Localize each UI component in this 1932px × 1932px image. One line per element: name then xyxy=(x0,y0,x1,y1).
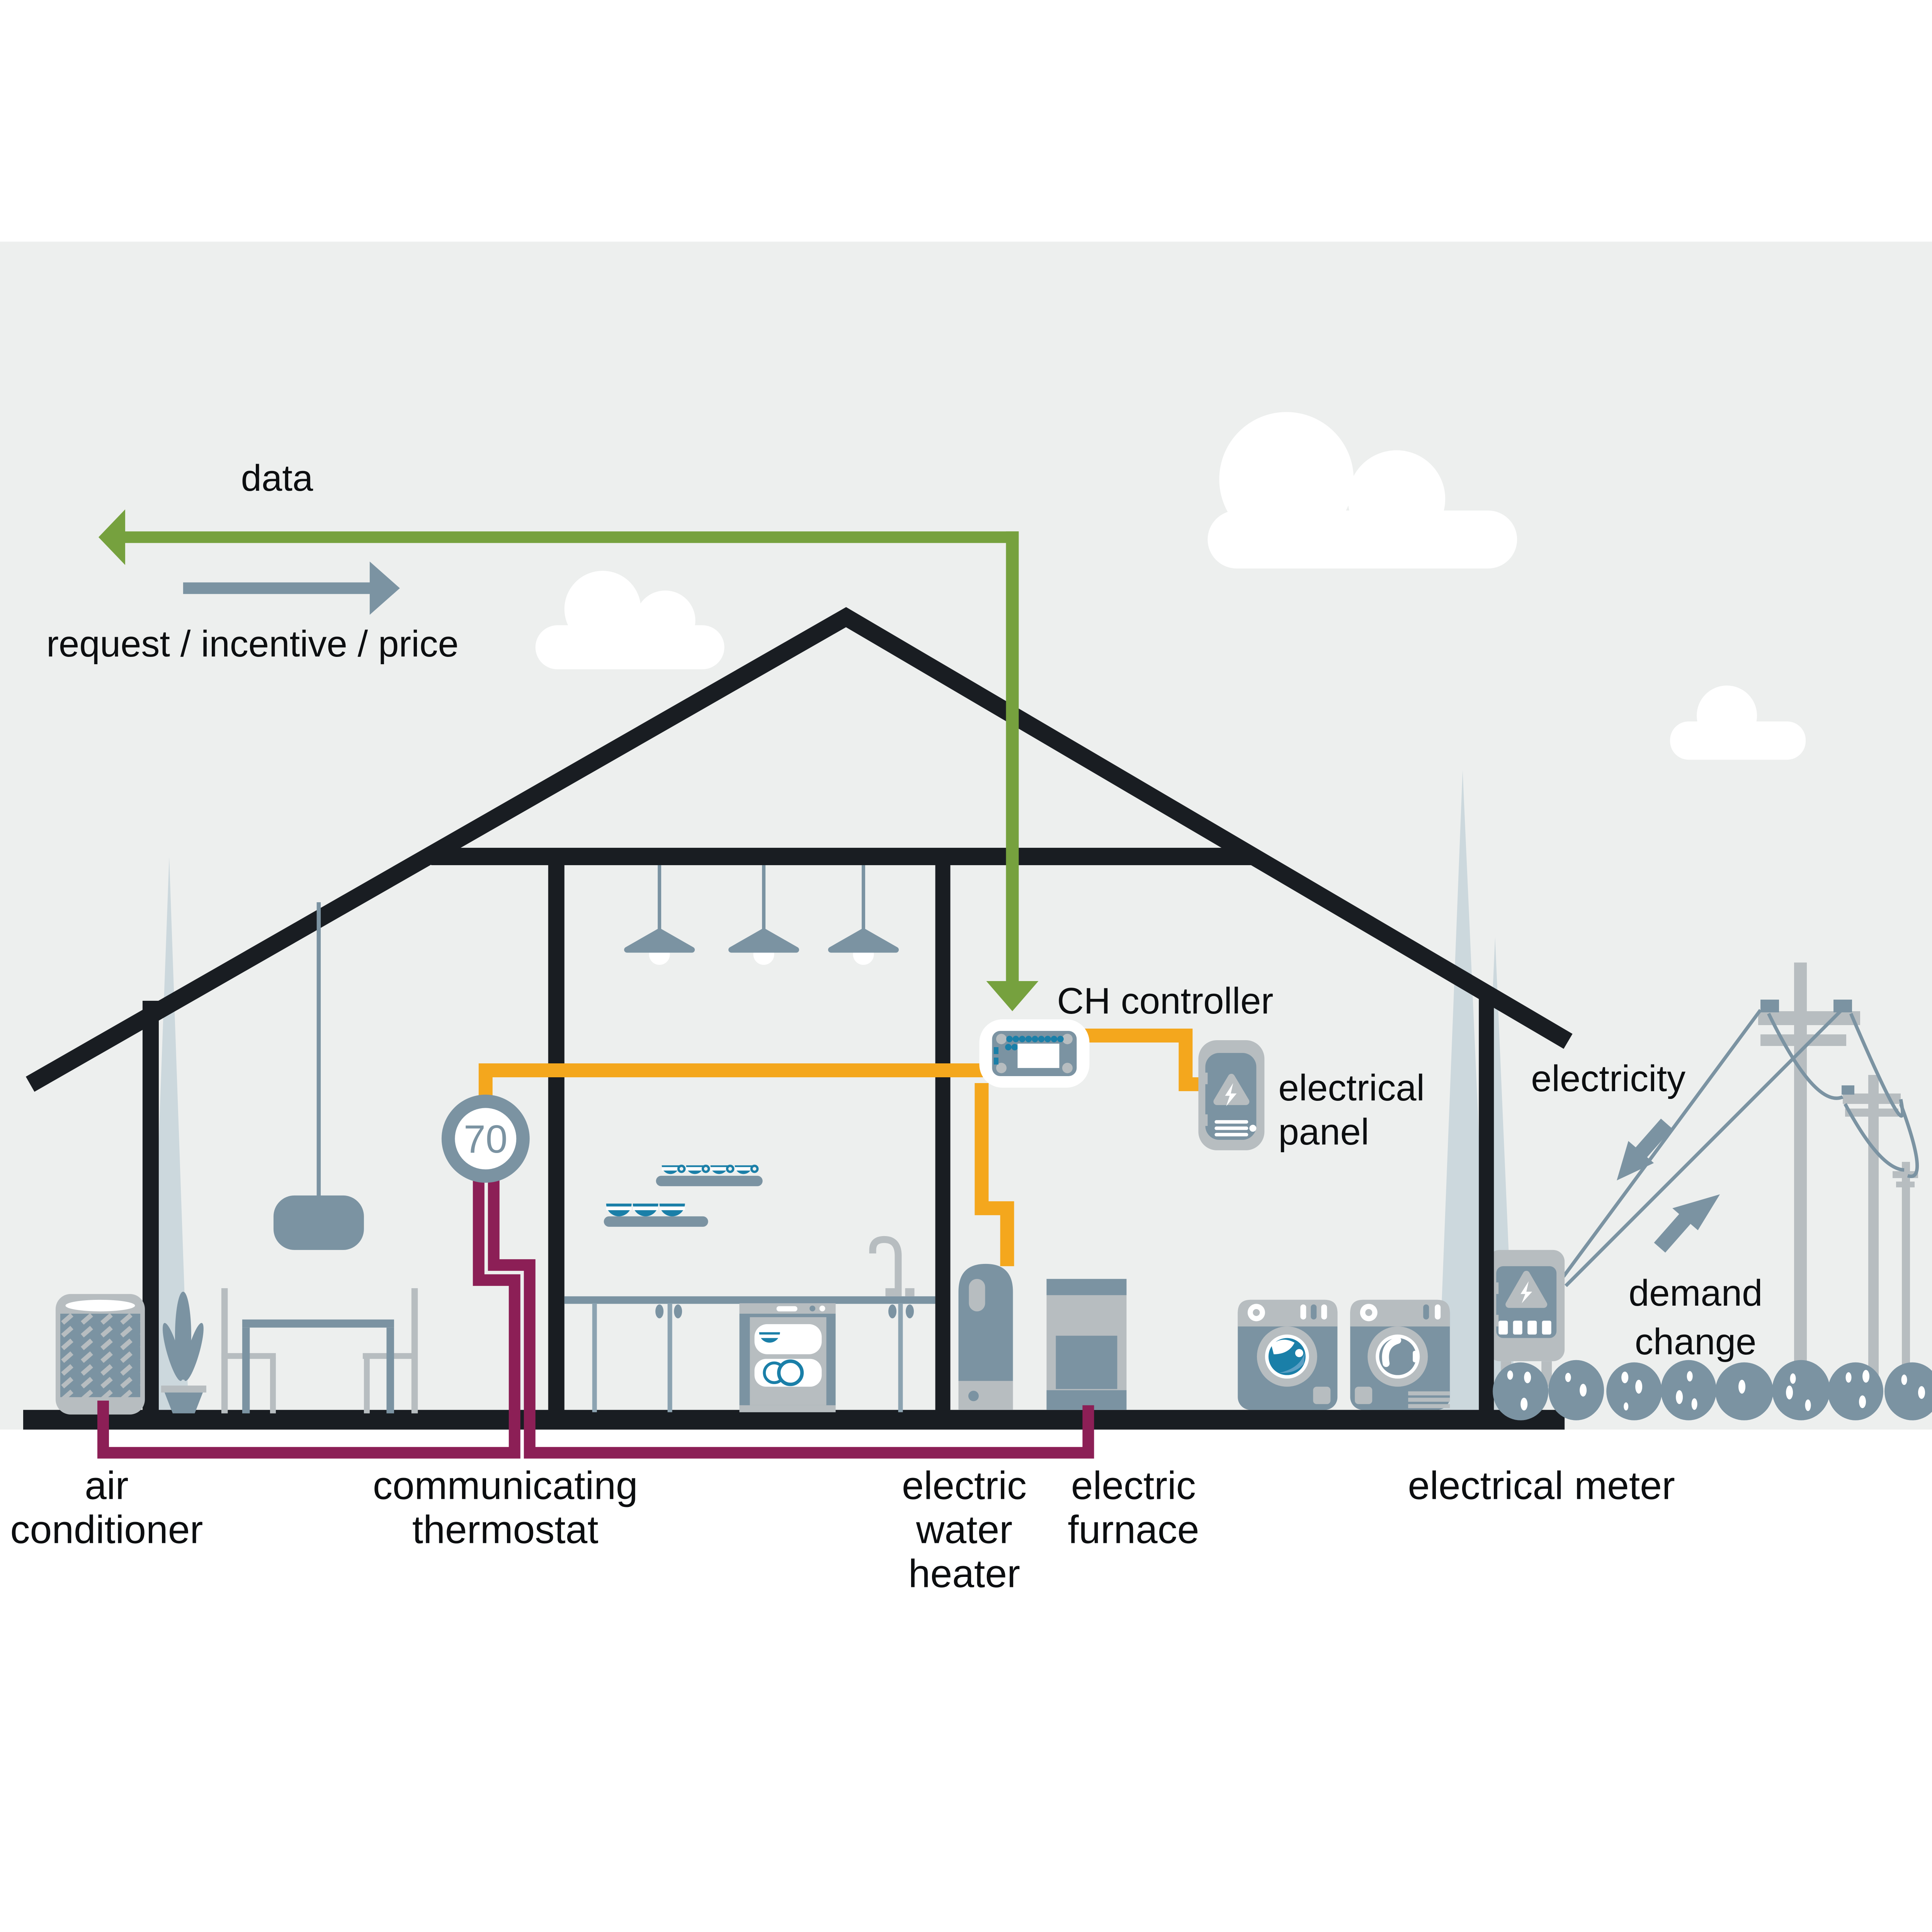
pendant-light-icon xyxy=(624,865,695,965)
wire-thermostat-to-ac xyxy=(97,1175,520,1459)
ceiling-beam xyxy=(431,848,1252,866)
cloud-large xyxy=(1208,412,1517,569)
power-pole-icon xyxy=(1758,963,1918,1403)
label-data: data xyxy=(241,457,313,499)
wire-controller-to-water-heater xyxy=(975,1083,1014,1266)
label-electric-furnace-2: furnace xyxy=(1068,1508,1199,1552)
furnace-icon xyxy=(1046,1279,1127,1410)
label-demand-2: change xyxy=(1635,1321,1757,1362)
dish-shelf-lower xyxy=(604,1203,708,1227)
label-electric-furnace-1: electric xyxy=(1071,1464,1196,1508)
arrow-down-icon xyxy=(986,981,1039,1011)
thermostat-setpoint: 70 xyxy=(464,1117,507,1161)
maroon-control-wires xyxy=(97,1175,1094,1459)
hanging-lamp-icon xyxy=(273,902,364,1250)
label-ch-controller: CH controller xyxy=(1057,980,1273,1022)
ch-controller-device xyxy=(979,1019,1090,1088)
dish-shelf-upper xyxy=(656,1165,763,1186)
cloud-small-right xyxy=(1670,685,1806,760)
wire-thermostat-to-controller xyxy=(478,1063,988,1099)
arrow-up-right-icon xyxy=(1654,1194,1720,1253)
countertop xyxy=(564,1296,935,1304)
washing-machine-icon xyxy=(1238,1299,1338,1410)
pendant-lights xyxy=(624,865,899,965)
label-electric-water-heater-2: water xyxy=(916,1508,1012,1552)
data-arrow-green xyxy=(98,509,1039,1011)
request-arrow-icon xyxy=(183,561,400,615)
house-structure xyxy=(23,607,1573,1430)
lightning-bolt-icon xyxy=(1520,1281,1532,1303)
lightning-bolt-icon xyxy=(1225,1083,1237,1106)
label-demand-1: demand xyxy=(1629,1272,1763,1314)
label-electric-water-heater-1: electric xyxy=(902,1464,1027,1508)
label-electrical-panel-2: panel xyxy=(1278,1111,1369,1153)
label-air-conditioner-1: air xyxy=(85,1464,128,1508)
labels: data request / incentive / price CH cont… xyxy=(10,457,1763,1595)
thermostat-dial: 70 xyxy=(441,1094,530,1183)
label-communicating-thermostat-1: communicating xyxy=(373,1464,638,1508)
pendant-light-icon xyxy=(828,865,899,965)
label-electrical-meter: electrical meter xyxy=(1408,1464,1675,1508)
bushes-icon xyxy=(1493,1360,1932,1420)
power-line-wires xyxy=(1562,1009,1919,1287)
electrical-meter-device xyxy=(1488,1250,1565,1387)
table-icon xyxy=(242,1319,394,1413)
electrical-panel-device xyxy=(1198,1040,1265,1150)
dishwasher-icon xyxy=(739,1303,836,1412)
pendant-light-icon xyxy=(728,865,799,965)
arrow-down-left-icon xyxy=(1617,1119,1672,1180)
orange-controller-wires xyxy=(478,1028,1201,1266)
faucet-icon xyxy=(869,1236,902,1296)
air-conditioner-unit xyxy=(55,1294,145,1415)
label-request-incentive-price: request / incentive / price xyxy=(46,623,459,665)
house-wall-right xyxy=(1479,992,1494,1412)
plant-icon xyxy=(161,1291,206,1413)
label-electric-water-heater-3: heater xyxy=(908,1552,1020,1596)
house-floor xyxy=(23,1410,1565,1430)
house-wall-interior-1 xyxy=(548,854,565,1412)
cloud-small-left xyxy=(535,571,724,670)
dryer-icon xyxy=(1350,1299,1450,1410)
controller-screen xyxy=(1017,1043,1060,1068)
label-electricity: electricity xyxy=(1531,1058,1685,1099)
label-communicating-thermostat-2: thermostat xyxy=(412,1508,599,1552)
water-heater-icon xyxy=(958,1264,1013,1410)
house-wall-left xyxy=(142,1000,159,1412)
sky-background xyxy=(0,242,1932,1430)
label-electrical-panel-1: electrical xyxy=(1278,1067,1425,1109)
electricity-demand-arrows xyxy=(1617,1119,1720,1253)
house-roof xyxy=(26,607,1573,1092)
label-air-conditioner-2: conditioner xyxy=(10,1508,203,1552)
wire-thermostat-to-furnace xyxy=(488,1175,1094,1459)
house-wall-interior-2 xyxy=(935,854,951,1412)
kitchen-counter xyxy=(564,1236,935,1412)
wire-controller-to-panel xyxy=(1077,1028,1201,1091)
